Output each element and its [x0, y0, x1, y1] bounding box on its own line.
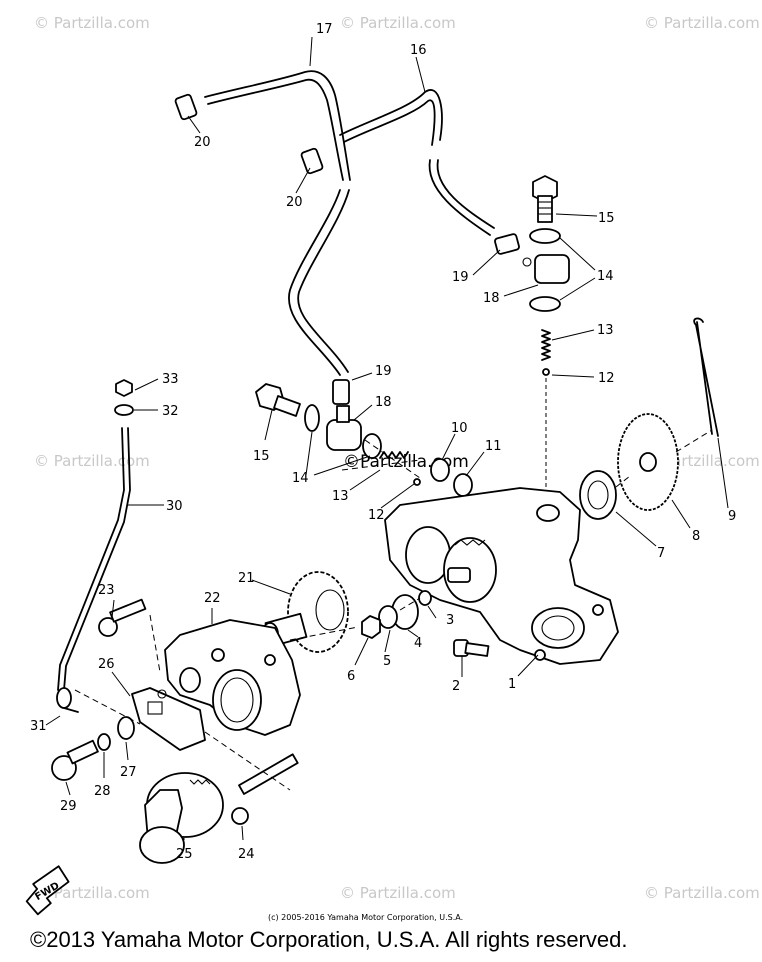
cover-22: [164, 619, 301, 736]
callout: 20: [194, 135, 211, 150]
oil-pump-body: [384, 487, 619, 665]
callout: 12: [368, 508, 385, 523]
callout: 29: [60, 799, 77, 814]
callout: 16: [410, 43, 427, 58]
watermark: © Partzilla.com: [340, 14, 456, 32]
callout: 25: [176, 847, 193, 862]
watermark: © Partzilla.com: [644, 884, 760, 902]
callout: 19: [452, 270, 469, 285]
callout: 19: [375, 364, 392, 379]
callout: 27: [120, 765, 137, 780]
callout: 20: [286, 195, 303, 210]
clip-19-lower: [332, 379, 350, 405]
callout: 31: [30, 719, 47, 734]
callout: 26: [98, 657, 115, 672]
drive-gear-8: [617, 413, 679, 511]
screw-2: [453, 639, 490, 657]
callout: 5: [383, 654, 391, 669]
spring-13-upper: [541, 329, 551, 510]
callout: 10: [451, 421, 468, 436]
callout-labels: 1 2 3 4 5 6 7 8 9 10 11 12 12 13 13 14 1…: [30, 22, 736, 862]
clip-19-upper: [494, 233, 520, 255]
callout: 3: [446, 613, 454, 628]
callout: 14: [292, 471, 309, 486]
callout: 18: [483, 291, 500, 306]
callout: 33: [162, 372, 179, 387]
callout: 13: [332, 489, 349, 504]
small-copyright: (c) 2005-2016 Yamaha Motor Corporation, …: [268, 913, 463, 922]
callout: 1: [508, 677, 516, 692]
callout: 15: [253, 449, 270, 464]
hose-17: [204, 70, 351, 376]
callout: 6: [347, 669, 355, 684]
callout: 14: [597, 269, 614, 284]
nut-6: [361, 615, 381, 639]
washer-32: [114, 404, 134, 416]
oil-seal-7: [579, 470, 617, 520]
leaders: [45, 36, 729, 841]
callout: 30: [166, 499, 183, 514]
callout: 32: [162, 404, 179, 419]
washer-28: [97, 733, 111, 751]
screw-23: [98, 598, 147, 637]
watermark: © Partzilla.com: [34, 884, 150, 902]
watermark: © Partzilla.com: [34, 452, 150, 470]
callout: 22: [204, 591, 221, 606]
callout: 13: [597, 323, 614, 338]
pin-3: [418, 590, 432, 606]
callout: 17: [316, 22, 333, 37]
bolt-24: [231, 753, 299, 825]
nut-33: [115, 379, 133, 397]
gasket-26: [131, 687, 206, 751]
copyright-notice: ©2013 Yamaha Motor Corporation, U.S.A. A…: [30, 927, 628, 952]
fitting-20-mid: [300, 147, 324, 175]
watermark: © Partzilla.com: [340, 884, 456, 902]
washer-14-upper: [529, 228, 561, 312]
washer-27: [117, 716, 135, 740]
rod-30: [56, 427, 131, 709]
callout: 15: [598, 211, 615, 226]
washer-14-lower: [304, 404, 382, 459]
assembly-lines: [74, 429, 713, 791]
fitting-20-top: [174, 93, 198, 121]
callout: 24: [238, 847, 255, 862]
cap-25: [139, 772, 224, 864]
bolt-15-upper: [532, 175, 558, 223]
watermark: © Partzilla.com: [644, 14, 760, 32]
callout: 28: [94, 784, 111, 799]
clip-31: [63, 707, 79, 713]
screw-29: [51, 739, 99, 781]
hose-16: [339, 89, 495, 236]
watermark: © Partzilla.com: [34, 14, 150, 32]
washer-4: [378, 594, 419, 630]
pin-9: [693, 317, 719, 437]
banjo-18-lower: [326, 405, 362, 451]
callout: 7: [657, 546, 665, 561]
callout: 4: [414, 636, 422, 651]
callout: 12: [598, 371, 615, 386]
callout: 9: [728, 509, 736, 524]
callout: 2: [452, 679, 460, 694]
callout: 11: [485, 439, 502, 454]
banjo-18-upper: [522, 254, 570, 284]
callout: 8: [692, 529, 700, 544]
callout: 21: [238, 571, 255, 586]
bolt-15-lower: [255, 383, 301, 417]
callout: 18: [375, 395, 392, 410]
callout: 23: [98, 583, 115, 598]
